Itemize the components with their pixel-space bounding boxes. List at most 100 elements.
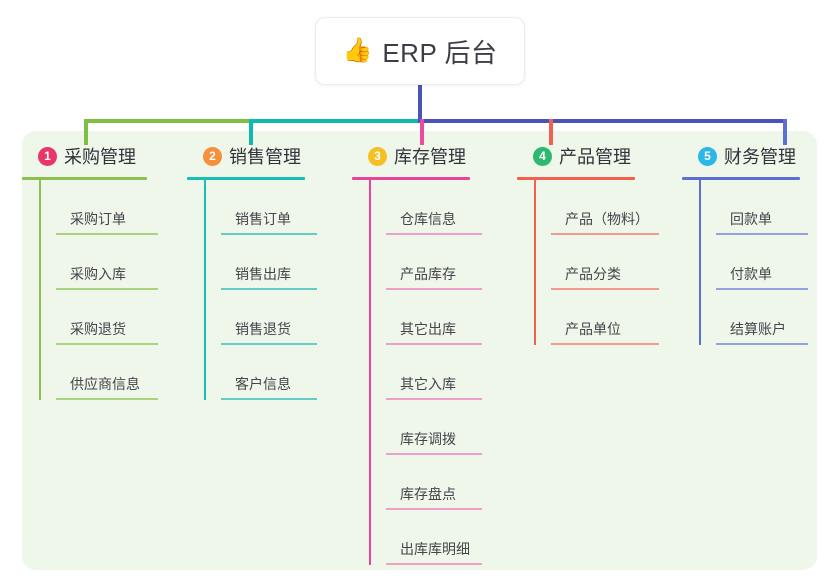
tree-item-label: 其它出库: [400, 321, 456, 337]
column-number-badge: 3: [368, 146, 387, 166]
diagram-panel: [22, 131, 817, 570]
column-header-rule: [187, 177, 305, 180]
tree-item-rule: [221, 398, 317, 400]
thumbs-up-icon: 👍: [342, 37, 373, 64]
tree-item-rule: [56, 288, 158, 290]
tree-item[interactable]: 供应商信息: [56, 345, 172, 400]
bus-segment-5: [549, 119, 787, 123]
tree-item-label: 出库库明细: [400, 541, 470, 557]
column-drop-库存管理: [420, 119, 424, 145]
column-items: 回款单付款单结算账户: [699, 180, 832, 345]
tree-item[interactable]: 销售出库: [221, 235, 337, 290]
tree-item[interactable]: 产品（物料）: [551, 180, 667, 235]
tree-item-label: 库存盘点: [400, 486, 456, 502]
tree-item[interactable]: 产品库存: [386, 235, 502, 290]
tree-item-rule: [386, 563, 482, 565]
tree-item-rule: [551, 343, 659, 345]
tree-item[interactable]: 其它出库: [386, 290, 502, 345]
tree-item-rule: [56, 343, 158, 345]
bus-segment-1: [84, 119, 249, 123]
tree-item-label: 采购退货: [70, 321, 126, 337]
tree-item[interactable]: 仓库信息: [386, 180, 502, 235]
column-header-rule: [682, 177, 800, 180]
tree-item[interactable]: 库存盘点: [386, 455, 502, 510]
tree-item[interactable]: 销售退货: [221, 290, 337, 345]
tree-item[interactable]: 产品分类: [551, 235, 667, 290]
tree-item-label: 结算账户: [730, 321, 786, 337]
column-drop-采购管理: [84, 119, 88, 145]
column-spine: [204, 180, 206, 400]
column-items: 销售订单销售出库销售退货客户信息: [204, 180, 337, 400]
tree-item-label: 采购订单: [70, 211, 126, 227]
tree-item-label: 销售出库: [235, 266, 291, 282]
tree-item-label: 供应商信息: [70, 376, 140, 392]
tree-item-label: 回款单: [730, 211, 772, 227]
tree-item-rule: [716, 288, 808, 290]
tree-item-rule: [716, 343, 808, 345]
tree-item-label: 产品分类: [565, 266, 621, 282]
tree-item-rule: [221, 288, 317, 290]
tree-item-label: 产品（物料）: [565, 211, 649, 227]
tree-item-rule: [551, 233, 659, 235]
tree-item[interactable]: 采购订单: [56, 180, 172, 235]
column-items: 产品（物料） 产品分类产品单位: [534, 180, 667, 345]
column-header-rule: [517, 177, 635, 180]
tree-item[interactable]: 其它入库: [386, 345, 502, 400]
column-header[interactable]: 3 库存管理: [352, 143, 502, 169]
tree-item-label: 库存调拨: [400, 431, 456, 447]
column-drop-产品管理: [549, 119, 553, 145]
tree-item-label: 仓库信息: [400, 211, 456, 227]
tree-item[interactable]: 客户信息: [221, 345, 337, 400]
column-库存管理: 3 库存管理仓库信息产品库存其它出库其它入库库存调拨库存盘点出库库明细: [352, 143, 502, 565]
tree-item-label: 采购入库: [70, 266, 126, 282]
tree-item[interactable]: 出库库明细: [386, 510, 502, 565]
root-node-card[interactable]: 👍 ERP 后台: [315, 17, 525, 85]
tree-item-label: 其它入库: [400, 376, 456, 392]
tree-item[interactable]: 库存调拨: [386, 400, 502, 455]
column-title: 财务管理: [724, 147, 796, 167]
column-drop-销售管理: [249, 119, 253, 145]
root-node-title: ERP 后台: [382, 37, 498, 68]
tree-item[interactable]: 采购入库: [56, 235, 172, 290]
column-header[interactable]: 4 产品管理: [517, 143, 667, 169]
column-header-rule: [352, 177, 470, 180]
column-产品管理: 4 产品管理产品（物料） 产品分类产品单位: [517, 143, 667, 345]
tree-item-rule: [386, 288, 482, 290]
tree-item-rule: [221, 343, 317, 345]
tree-item[interactable]: 结算账户: [716, 290, 832, 345]
column-spine: [699, 180, 701, 345]
tree-item-label: 客户信息: [235, 376, 291, 392]
tree-item-rule: [386, 398, 482, 400]
column-drop-财务管理: [783, 119, 787, 145]
tree-item-rule: [386, 508, 482, 510]
tree-item-label: 产品单位: [565, 321, 621, 337]
tree-item[interactable]: 销售订单: [221, 180, 337, 235]
column-spine: [369, 180, 371, 565]
tree-item-rule: [551, 288, 659, 290]
tree-item[interactable]: 付款单: [716, 235, 832, 290]
tree-item-rule: [56, 398, 158, 400]
column-title: 库存管理: [394, 147, 466, 167]
column-number-badge: 4: [533, 146, 552, 166]
tree-item-rule: [221, 233, 317, 235]
column-title: 采购管理: [64, 147, 136, 167]
tree-item[interactable]: 回款单: [716, 180, 832, 235]
tree-item-rule: [386, 453, 482, 455]
tree-item-rule: [386, 343, 482, 345]
tree-item-rule: [716, 233, 808, 235]
root-connector-vertical: [418, 85, 422, 123]
column-title: 销售管理: [229, 147, 301, 167]
tree-item[interactable]: 产品单位: [551, 290, 667, 345]
tree-item[interactable]: 采购退货: [56, 290, 172, 345]
tree-item-label: 产品库存: [400, 266, 456, 282]
column-items: 仓库信息产品库存其它出库其它入库库存调拨库存盘点出库库明细: [369, 180, 502, 565]
tree-item-label: 付款单: [730, 266, 772, 282]
column-title: 产品管理: [559, 147, 631, 167]
tree-item-rule: [56, 233, 158, 235]
root-node-content: 👍 ERP 后台: [342, 33, 497, 70]
